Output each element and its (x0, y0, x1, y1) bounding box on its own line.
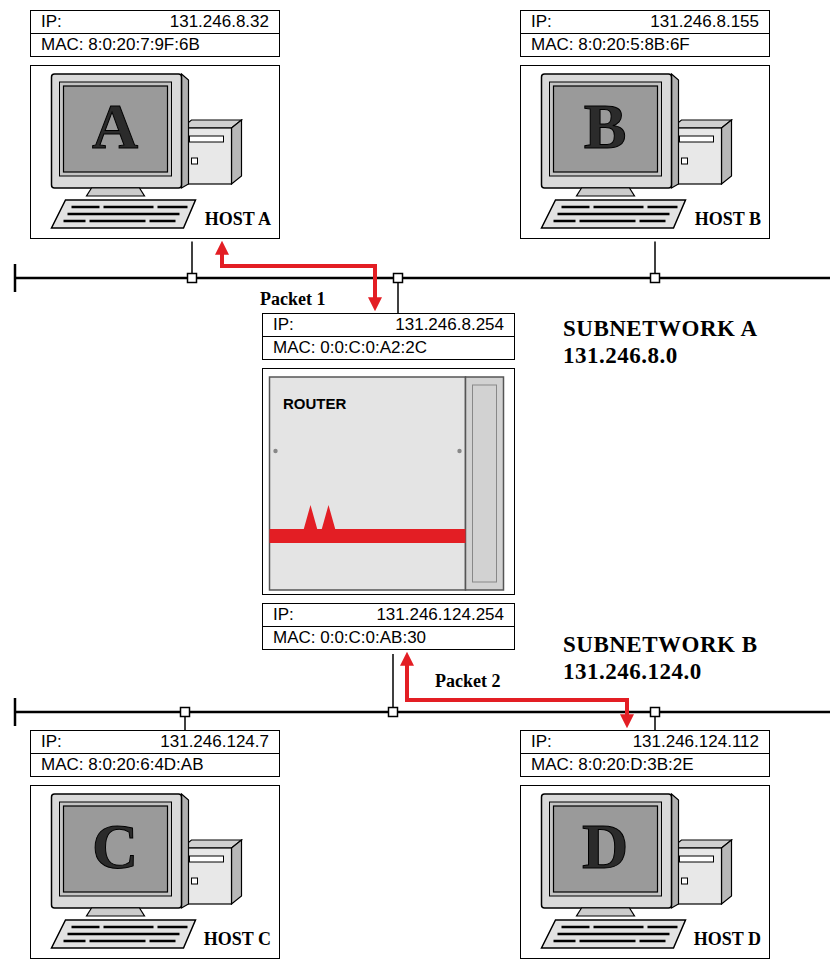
host-name: HOST A (205, 209, 271, 230)
address-table: IP: 131.246.8.254MAC: 0:0:C:0:A2:2C (262, 313, 515, 360)
computer-panel: A HOST A (30, 65, 280, 239)
computer-icon (542, 794, 732, 948)
address-row: MAC: 8:0:20:5:8B:6F (521, 33, 769, 56)
mac-address: MAC: 8:0:20:5:8B:6F (531, 35, 690, 55)
ip-address: 131.246.124.7 (160, 732, 269, 752)
router-node: IP: 131.246.8.254MAC: 0:0:C:0:A2:2C ROUTER… (262, 313, 515, 650)
router-screw (273, 449, 277, 453)
bus-tap (188, 274, 197, 283)
ip-label: IP: (273, 315, 294, 335)
tap-wire (392, 654, 394, 712)
bus-end (14, 264, 17, 292)
packet-label: Packet 2 (433, 671, 502, 692)
address-table: IP: 131.246.8.32MAC: 8:0:20:7:9F:6B (30, 10, 280, 57)
ip-label: IP: (41, 12, 62, 32)
router-case (270, 377, 466, 590)
address-row: MAC: 8:0:20:7:9F:6B (31, 33, 279, 56)
mac-address: MAC: 0:0:C:0:A2:2C (273, 338, 427, 358)
computer-panel: D HOST D (520, 785, 770, 959)
router-icon (270, 377, 504, 590)
computer-icon (52, 74, 242, 228)
bus-tap (389, 708, 398, 717)
host-node: IP: 131.246.8.155MAC: 8:0:20:5:8B:6F B HOST… (520, 10, 770, 239)
packet-label: Packet 1 (258, 289, 327, 310)
address-row: MAC: 8:0:20:6:4D:AB (31, 753, 279, 776)
screen-letter: B (553, 84, 657, 170)
bus-line (15, 277, 830, 280)
bus-end (14, 698, 17, 726)
signal-bar (270, 529, 466, 543)
computer-icon (52, 794, 242, 948)
screen-letter: A (63, 84, 167, 170)
mac-address: MAC: 0:0:C:0:AB:30 (273, 628, 426, 648)
mac-address: MAC: 8:0:20:7:9F:6B (41, 35, 200, 55)
router-door-panel (473, 385, 497, 582)
bus-tap (651, 274, 660, 283)
router-screw (457, 449, 461, 453)
address-table: IP: 131.246.124.254MAC: 0:0:C:0:AB:30 (262, 603, 515, 650)
computer-panel: B HOST B (520, 65, 770, 239)
bus-line (15, 711, 830, 714)
address-table: IP: 131.246.124.112MAC: 8:0:20:D:3B:2E (520, 730, 770, 777)
host-node: IP: 131.246.8.32MAC: 8:0:20:7:9F:6B A HOST … (30, 10, 280, 239)
computer-panel: C HOST C (30, 785, 280, 959)
mac-address: MAC: 8:0:20:D:3B:2E (531, 755, 694, 775)
bus-tap (181, 708, 190, 717)
signal-peaks (304, 505, 336, 530)
host-node: IP: 131.246.124.7MAC: 8:0:20:6:4D:AB C HOST… (30, 730, 280, 959)
bus-tap (394, 274, 403, 283)
address-row: IP: 131.246.8.254 (263, 314, 514, 336)
address-row: MAC: 8:0:20:D:3B:2E (521, 753, 769, 776)
bus-tap (651, 708, 660, 717)
ip-address: 131.246.8.155 (650, 12, 759, 32)
router-panel: ROUTER (262, 368, 515, 595)
ip-address: 131.246.124.254 (376, 605, 504, 625)
host-name: HOST D (694, 929, 761, 950)
tap-wire (191, 242, 193, 279)
ip-address: 131.246.124.112 (633, 732, 759, 752)
address-row: MAC: 0:0:C:0:A2:2C (263, 336, 514, 359)
subnet-name: SUBNETWORK A (563, 316, 758, 342)
computer-icon (542, 74, 732, 228)
ip-label: IP: (41, 732, 62, 752)
subnet-address: 131.246.124.0 (563, 659, 702, 685)
host-name: HOST B (695, 209, 761, 230)
address-table: IP: 131.246.8.155MAC: 8:0:20:5:8B:6F (520, 10, 770, 57)
address-row: IP: 131.246.124.254 (263, 604, 514, 626)
ip-address: 131.246.8.254 (395, 315, 504, 335)
screen-letter: D (553, 804, 657, 890)
ip-label: IP: (273, 605, 294, 625)
ip-label: IP: (531, 732, 552, 752)
subnet-name: SUBNETWORK B (563, 632, 758, 658)
tap-wire (654, 242, 656, 279)
router-door (466, 377, 504, 590)
mac-address: MAC: 8:0:20:6:4D:AB (41, 755, 204, 775)
address-row: IP: 131.246.8.155 (521, 11, 769, 33)
screen-letter: C (63, 804, 167, 890)
address-row: IP: 131.246.124.7 (31, 731, 279, 753)
address-table: IP: 131.246.124.7MAC: 8:0:20:6:4D:AB (30, 730, 280, 777)
ip-label: IP: (531, 12, 552, 32)
address-row: MAC: 0:0:C:0:AB:30 (263, 626, 514, 649)
address-row: IP: 131.246.124.112 (521, 731, 769, 753)
ip-address: 131.246.8.32 (170, 12, 269, 32)
router-name: ROUTER (283, 395, 346, 412)
host-node: IP: 131.246.124.112MAC: 8:0:20:D:3B:2E D HO… (520, 730, 770, 959)
host-name: HOST C (204, 929, 271, 950)
subnet-address: 131.246.8.0 (563, 343, 678, 369)
address-row: IP: 131.246.8.32 (31, 11, 279, 33)
